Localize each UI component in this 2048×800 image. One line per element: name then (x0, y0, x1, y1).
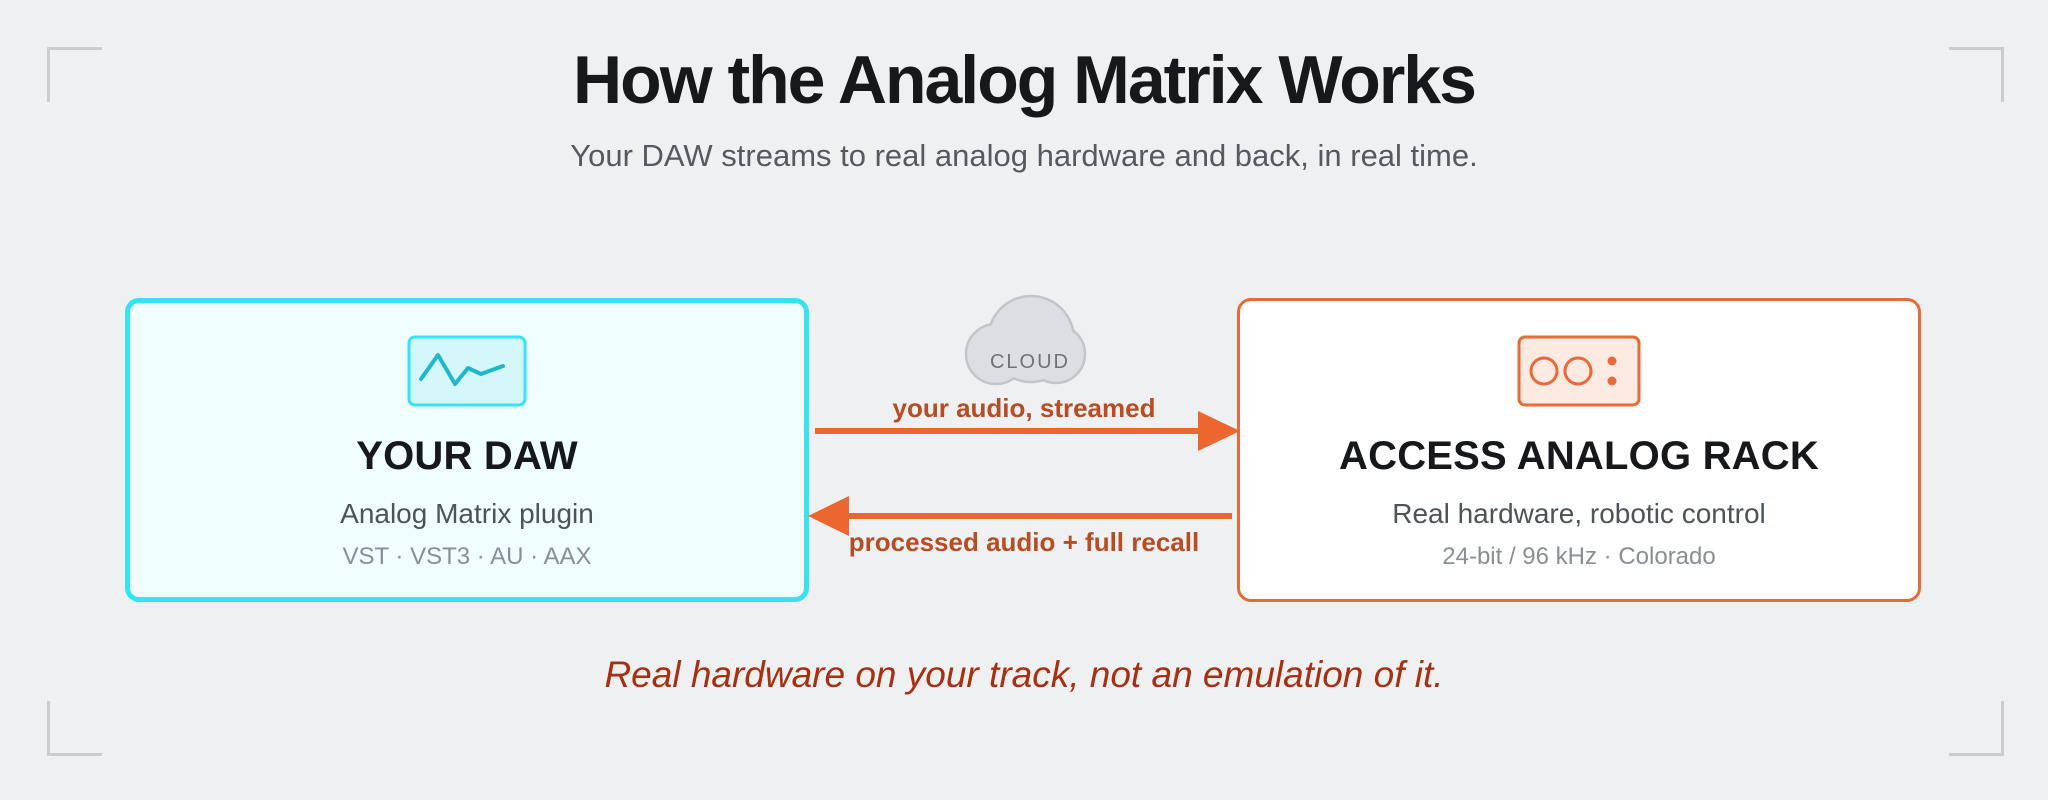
page-subtitle: Your DAW streams to real analog hardware… (570, 138, 1478, 173)
daw-card: YOUR DAW Analog Matrix plugin VST · VST3… (125, 298, 809, 602)
rack-card-subtitle: Real hardware, robotic control (1392, 498, 1766, 529)
rack-card: ACCESS ANALOG RACK Real hardware, roboti… (1237, 298, 1921, 602)
tagline: Real hardware on your track, not an emul… (604, 654, 1444, 695)
corner-bracket-bottom-right (1949, 701, 2004, 756)
rack-card-title: ACCESS ANALOG RACK (1339, 434, 1819, 478)
rack-card-specs: 24-bit / 96 kHz · Colorado (1442, 543, 1716, 570)
page-title: How the Analog Matrix Works (573, 42, 1477, 118)
outbound-arrow (815, 411, 1240, 451)
outbound-flow-label: your audio, streamed (892, 393, 1156, 423)
hardware-rack-icon (1517, 335, 1641, 412)
daw-card-subtitle: Analog Matrix plugin (340, 498, 594, 529)
corner-bracket-bottom-left (47, 701, 102, 756)
cloud-label: CLOUD (989, 351, 1070, 373)
daw-card-title: YOUR DAW (356, 434, 578, 478)
waveform-icon (407, 335, 527, 412)
daw-card-formats: VST · VST3 · AU · AAX (342, 543, 592, 570)
corner-bracket-top-right (1949, 47, 2004, 102)
cloud-icon (950, 292, 1110, 393)
inbound-flow-label: processed audio + full recall (848, 527, 1200, 557)
inbound-arrow (808, 496, 1232, 536)
corner-bracket-top-left (47, 47, 102, 102)
